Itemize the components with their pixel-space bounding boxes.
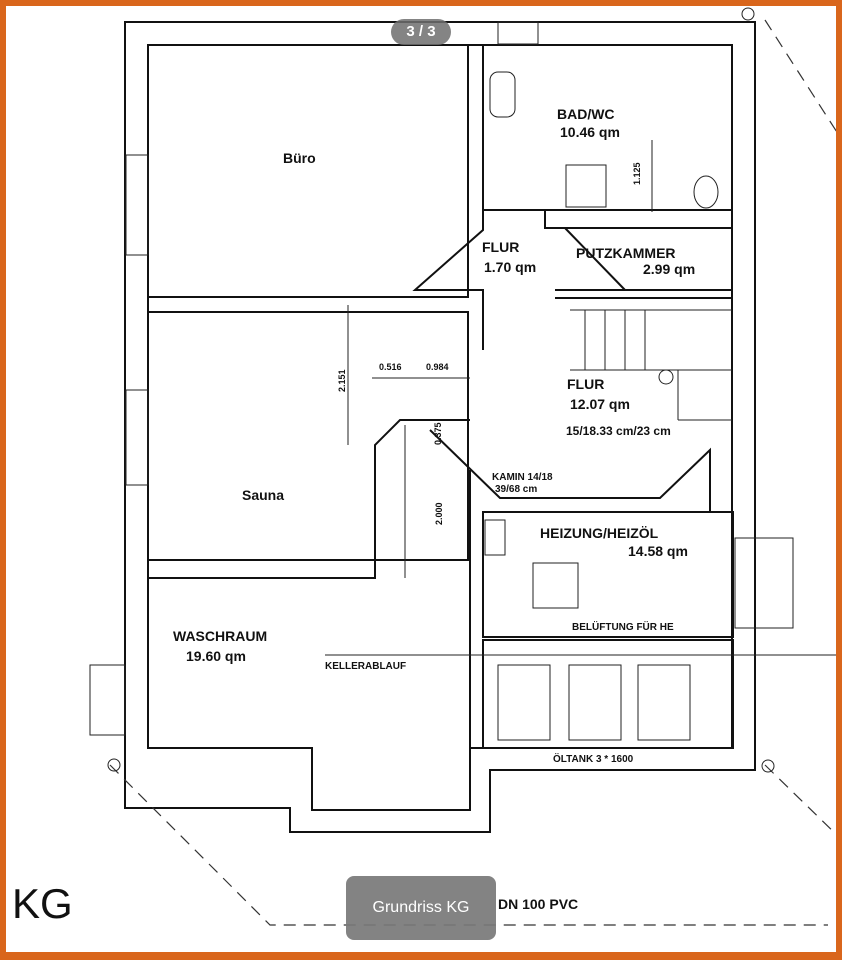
plan-line	[570, 309, 732, 421]
pipe-label: DN 100 PVC	[498, 896, 578, 912]
plan-line	[89, 664, 126, 736]
room-sauna: Sauna	[242, 487, 284, 503]
stair-spec: 15/18.33 cm/23 cm	[566, 424, 671, 438]
room-heizung-name: HEIZUNG/HEIZÖL	[540, 525, 659, 541]
plan-line	[568, 664, 622, 741]
image-caption: Grundriss KG	[346, 876, 496, 940]
room-flur1-area: 1.70 qm	[484, 259, 536, 275]
room-heizung-area: 14.58 qm	[628, 543, 688, 559]
plan-line	[764, 19, 836, 132]
room-flur1-name: FLUR	[482, 239, 519, 255]
belueftung-label: BELÜFTUNG FÜR HE	[572, 620, 674, 633]
plan-line	[693, 175, 719, 209]
plan-line	[761, 759, 775, 773]
room-putz-name: PUTZKAMMER	[576, 245, 676, 261]
room-bad-area: 10.46 qm	[560, 124, 620, 140]
wall-sauna	[147, 311, 469, 561]
room-wasch-name: WASCHRAUM	[173, 628, 267, 644]
plan-line	[429, 429, 711, 512]
plan-line	[497, 664, 551, 741]
dim-label: 0.375	[433, 422, 443, 445]
room-buero: Büro	[283, 150, 316, 166]
room-bad-name: BAD/WC	[557, 106, 615, 122]
room-flur2-name: FLUR	[567, 376, 604, 392]
inner-wall	[147, 44, 733, 811]
plan-line	[564, 227, 626, 291]
plan-line	[497, 21, 539, 45]
plan-line	[482, 511, 734, 638]
plan-line	[484, 519, 506, 556]
plan-line	[107, 758, 121, 772]
kamin-size: 39/68 cm	[495, 484, 537, 495]
plan-line	[555, 289, 733, 299]
plan-line	[565, 164, 607, 208]
outer-wall	[124, 21, 756, 833]
dim-label: 0.516	[379, 362, 402, 372]
plan-line	[764, 764, 836, 835]
plan-line	[109, 764, 828, 926]
plan-line	[734, 537, 794, 629]
dim-label: 2.151	[337, 369, 347, 392]
dim-label: 2.000	[434, 502, 444, 525]
floor-plan: Büro BAD/WC 10.46 qm FLUR 1.70 qm PUTZKA…	[12, 7, 836, 927]
kamin-label: KAMIN 14/18	[492, 472, 553, 483]
plan-line	[347, 140, 653, 578]
wall-buero	[147, 44, 469, 298]
dim-label: 1.125	[632, 162, 642, 185]
oeltank-label: ÖLTANK 3 * 1600	[553, 752, 634, 765]
kellerablauf-label: KELLERABLAUF	[325, 661, 406, 672]
plan-line	[125, 389, 149, 486]
dim-label: 0.984	[426, 362, 449, 372]
plan-line	[741, 7, 755, 21]
plan-line	[658, 369, 674, 385]
plan-line	[125, 154, 149, 256]
plan-line	[148, 419, 470, 579]
room-putz-area: 2.99 qm	[643, 261, 695, 277]
plan-line	[637, 664, 691, 741]
plan-line	[532, 562, 579, 609]
plan-line	[544, 210, 732, 229]
plan-line	[489, 71, 516, 118]
image-counter: 3 / 3	[391, 19, 451, 45]
plan-line	[482, 639, 734, 749]
floor-label: KG	[12, 880, 73, 927]
image-viewer: Büro BAD/WC 10.46 qm FLUR 1.70 qm PUTZKA…	[6, 6, 836, 952]
room-wasch-area: 19.60 qm	[186, 648, 246, 664]
plan-line	[412, 45, 484, 350]
room-flur2-area: 12.07 qm	[570, 396, 630, 412]
